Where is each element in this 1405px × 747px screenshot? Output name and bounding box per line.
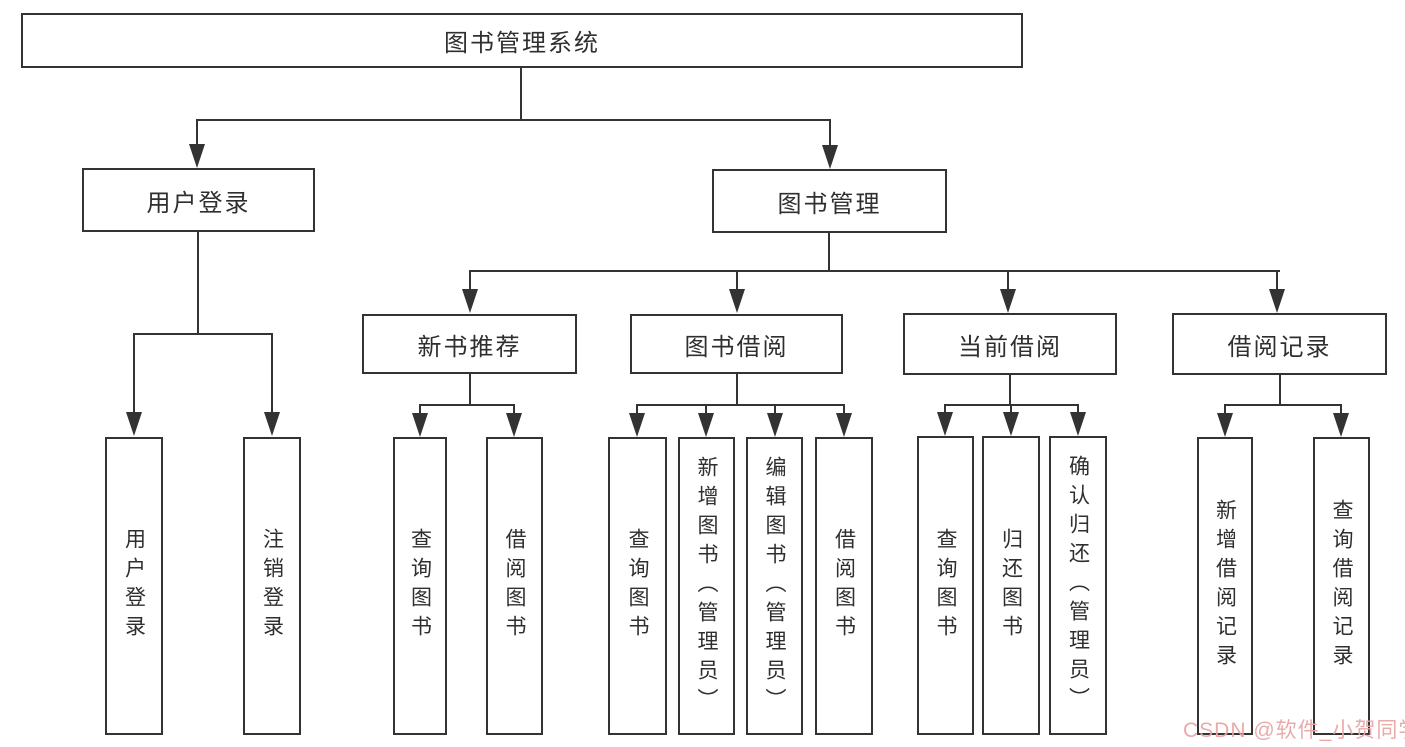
arrow-down-icon: [126, 412, 142, 436]
connector-line: [705, 404, 707, 415]
connector-line: [637, 404, 844, 406]
node-root-library-system: 图书管理系统: [21, 13, 1023, 68]
connector-line: [1007, 270, 1009, 291]
arrow-down-icon: [462, 289, 478, 313]
arrow-down-icon: [698, 413, 714, 437]
node-current-borrow: 当前借阅: [903, 313, 1117, 375]
arrow-down-icon: [729, 289, 745, 313]
connector-line: [1276, 270, 1278, 291]
leaf-current-confirm-return-admin: 确认归还（管理员）: [1049, 436, 1107, 735]
leaf-record-query-borrow-record: 查询借阅记录: [1313, 437, 1370, 735]
arrow-down-icon: [937, 412, 953, 436]
leaf-logout-label: 注销登录: [260, 528, 284, 644]
leaf-newrec-borrow-books-label: 借阅图书: [503, 528, 526, 644]
leaf-borrow-edit-books-admin-label: 编辑图书（管理员）: [763, 455, 786, 717]
leaf-current-query-books: 查询图书: [917, 436, 974, 735]
arrow-down-icon: [1333, 413, 1349, 437]
leaf-borrow-borrow-books-label: 借阅图书: [832, 528, 856, 644]
arrow-down-icon: [822, 145, 838, 169]
connector-line: [470, 270, 1280, 272]
csdn-watermark: CSDN @软件_小贺同学: [1183, 719, 1405, 742]
connector-line: [828, 233, 830, 272]
arrow-down-icon: [629, 413, 645, 437]
arrow-down-icon: [767, 413, 783, 437]
connector-line: [1077, 404, 1079, 414]
connector-line: [736, 374, 738, 406]
arrow-down-icon: [1070, 412, 1086, 436]
connector-line: [271, 333, 273, 414]
arrow-down-icon: [189, 144, 205, 168]
leaf-current-return-books-label: 归还图书: [999, 527, 1023, 644]
connector-line: [469, 374, 471, 406]
node-new-book-recommend: 新书推荐: [362, 314, 577, 374]
connector-line: [829, 119, 831, 147]
leaf-borrow-edit-books-admin: 编辑图书（管理员）: [746, 437, 803, 735]
arrow-down-icon: [506, 413, 522, 437]
arrow-down-icon: [412, 413, 428, 437]
connector-line: [133, 333, 135, 414]
arrow-down-icon: [1269, 289, 1285, 313]
connector-line: [1010, 404, 1012, 414]
leaf-user-login: 用户登录: [105, 437, 163, 735]
arrow-down-icon: [1003, 412, 1019, 436]
leaf-logout: 注销登录: [243, 437, 301, 735]
connector-line: [1225, 404, 1341, 406]
leaf-current-return-books: 归还图书: [982, 436, 1040, 735]
connector-line: [944, 404, 946, 414]
leaf-record-query-borrow-record-label: 查询借阅记录: [1330, 499, 1353, 673]
connector-line: [420, 404, 515, 406]
connector-line: [1340, 404, 1342, 415]
leaf-newrec-query-books: 查询图书: [393, 437, 447, 735]
leaf-newrec-borrow-books: 借阅图书: [486, 437, 543, 735]
arrow-down-icon: [264, 412, 280, 436]
leaf-current-confirm-return-admin-label: 确认归还（管理员）: [1066, 455, 1090, 716]
leaf-record-add-borrow-record-label: 新增借阅记录: [1213, 499, 1237, 673]
leaf-current-query-books-label: 查询图书: [934, 527, 957, 644]
connector-line: [736, 270, 738, 291]
arrow-down-icon: [1000, 289, 1016, 313]
connector-line: [1279, 375, 1281, 406]
leaf-user-login-label: 用户登录: [122, 528, 146, 644]
connector-line: [843, 404, 845, 415]
node-book-management: 图书管理: [712, 169, 947, 233]
connector-line: [520, 68, 522, 120]
leaf-record-add-borrow-record: 新增借阅记录: [1197, 437, 1253, 735]
connector-line: [197, 232, 199, 335]
connector-line: [1224, 404, 1226, 415]
connector-line: [419, 404, 421, 415]
node-user-login: 用户登录: [82, 168, 315, 232]
connector-line: [134, 333, 273, 335]
node-book-borrow: 图书借阅: [630, 314, 843, 374]
node-borrow-record: 借阅记录: [1172, 313, 1387, 375]
connector-line: [197, 119, 831, 121]
connector-line: [774, 404, 776, 415]
leaf-borrow-query-books: 查询图书: [608, 437, 667, 735]
connector-line: [196, 119, 198, 147]
connector-line: [636, 404, 638, 415]
leaf-borrow-add-books-admin: 新增图书（管理员）: [678, 437, 735, 735]
leaf-borrow-query-books-label: 查询图书: [626, 528, 649, 644]
arrow-down-icon: [836, 413, 852, 437]
leaf-borrow-add-books-admin-label: 新增图书（管理员）: [695, 455, 718, 717]
leaf-borrow-borrow-books: 借阅图书: [815, 437, 873, 735]
arrow-down-icon: [1217, 413, 1233, 437]
connector-line: [1009, 375, 1011, 406]
connector-line: [469, 270, 471, 291]
connector-line: [513, 404, 515, 415]
leaf-newrec-query-books-label: 查询图书: [408, 528, 432, 644]
